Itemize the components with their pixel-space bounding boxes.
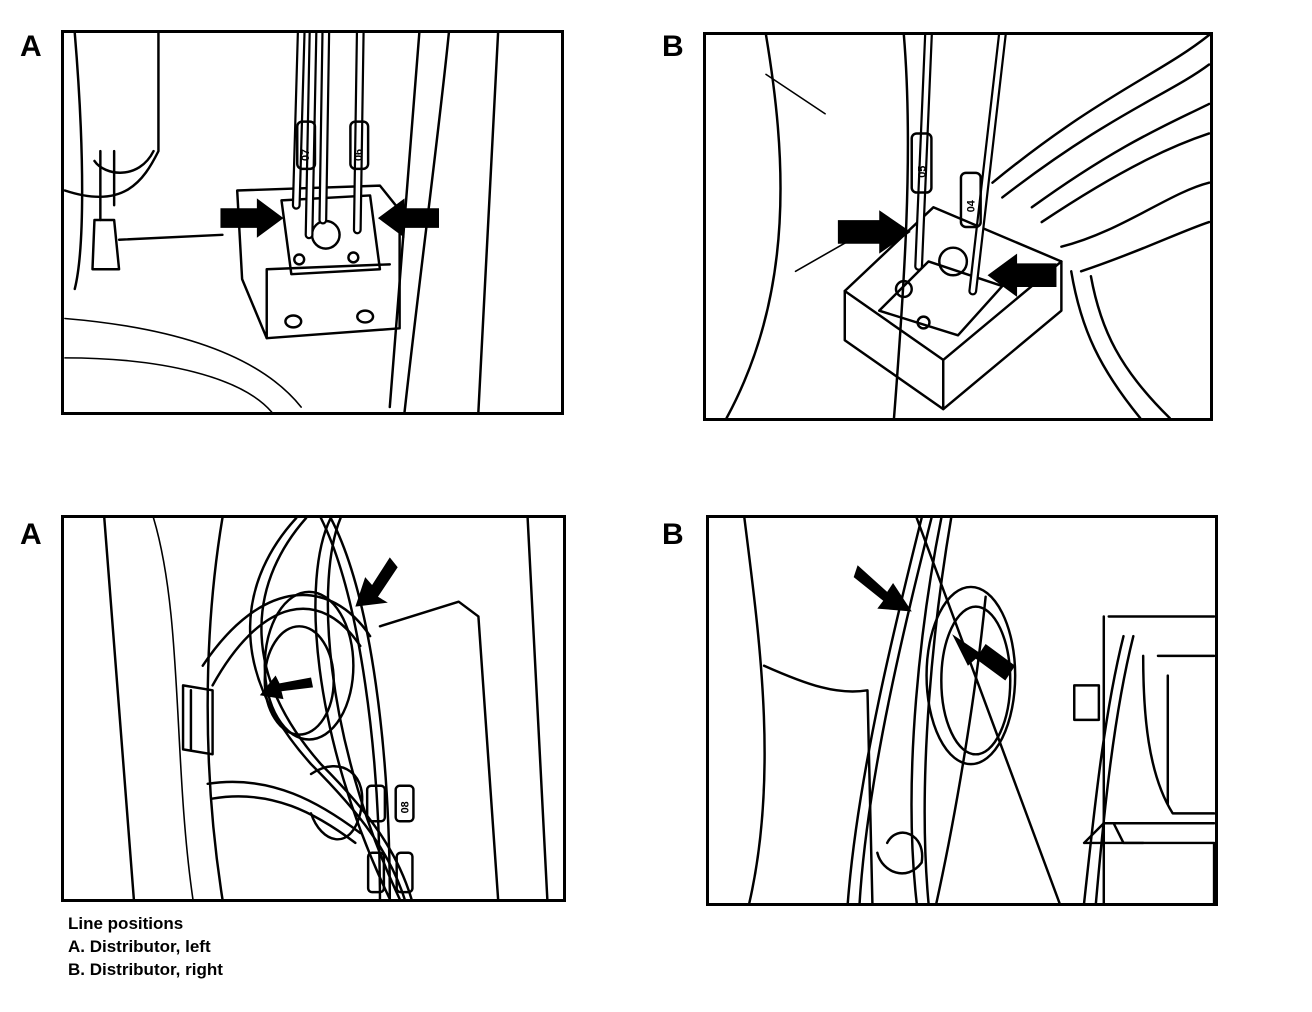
- arrow-down-right-icon: [853, 565, 912, 612]
- panel-label-top-right: B: [662, 30, 684, 63]
- illustration-distributor-left-top: 07 06: [61, 30, 564, 415]
- tag-07: 07: [300, 149, 312, 161]
- arrow-right-icon: [220, 198, 284, 238]
- tag-06: 06: [353, 149, 365, 161]
- caption-title: Line positions: [68, 914, 184, 933]
- tag-05: 05: [917, 166, 929, 178]
- panel-label-bottom-left: A: [20, 518, 42, 551]
- illustration-distributor-right-top: 05 04: [703, 32, 1213, 421]
- distributor-left-drawing: 07 06: [64, 33, 500, 412]
- panel-label-top-left: A: [20, 30, 42, 63]
- arrow-left-icon: [259, 675, 314, 700]
- arrow-down-left-icon: [355, 557, 398, 607]
- illustration-line-routing-right: [706, 515, 1218, 906]
- caption-item-b: B. Distributor, right: [68, 960, 223, 979]
- line-routing-left-drawing: 08: [103, 518, 549, 899]
- panel-label-bottom-right: B: [662, 518, 684, 551]
- arrow-left-icon: [987, 253, 1057, 297]
- line-routing-right-drawing: [743, 518, 1215, 903]
- caption-item-a: A. Distributor, left: [68, 937, 211, 956]
- arrow-left-icon: [377, 198, 439, 238]
- arrow-right-icon: [837, 210, 911, 254]
- illustration-line-routing-left: 08: [61, 515, 566, 902]
- figure-caption: Line positions A. Distributor, left B. D…: [68, 912, 223, 981]
- arrow-up-left-icon: [952, 634, 1016, 681]
- tag-08: 08: [400, 801, 412, 813]
- tag-04: 04: [966, 200, 978, 212]
- distributor-right-drawing: 05 04: [725, 35, 1210, 418]
